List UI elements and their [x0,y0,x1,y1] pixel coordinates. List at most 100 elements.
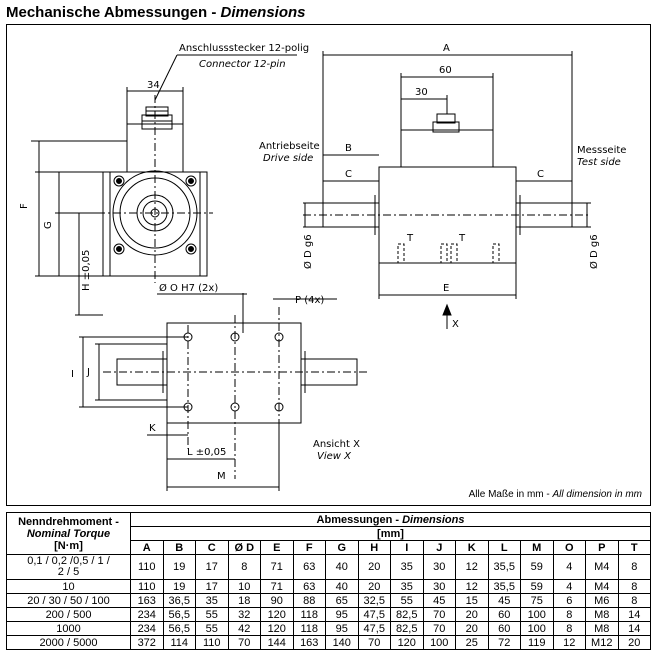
connector-label-en: Connector 12-pin [199,59,286,70]
table-cell: 17 [195,579,229,594]
table-cell: 114 [162,635,196,650]
column-header: A [130,540,164,555]
table-cell: 63 [292,579,326,594]
table-cell: 20 [617,635,651,650]
table-cell: 119 [520,635,554,650]
dim-K: K [149,423,156,434]
table-cell: 234 [130,607,164,622]
table-cell: 47,5 [357,621,391,636]
dimensions-unit: [mm] [130,526,651,541]
table-cell: 118 [292,607,326,622]
table-cell: 4 [552,554,586,580]
dim-I: I [71,369,74,380]
table-cell: 8 [552,607,586,622]
dim-T-right: T [458,233,466,244]
dim-J: J [86,367,90,378]
table-cell: 163 [130,593,164,608]
dim-30: 30 [415,87,428,98]
column-header: Ø D [227,540,261,555]
column-header: B [162,540,196,555]
column-header: K [455,540,489,555]
table-cell: 19 [162,579,196,594]
drawing-labels: Anschlussstecker 12-polig Connector 12-p… [19,43,626,482]
table-cell: 12 [552,635,586,650]
torque-header-de: Nenndrehmoment - [18,515,119,528]
table-cell: 19 [162,554,196,580]
table-cell: 71 [260,554,294,580]
title-italic: Dimensions [220,4,306,21]
column-header: I [390,540,424,555]
dim-O: Ø O H7 (2x) [159,282,218,294]
table-cell: 372 [130,635,164,650]
table-cell: 110 [130,554,164,580]
table-header-row: Nenndrehmoment - Nominal Torque [N·m] Ab… [6,512,651,555]
drive-side-de: Antriebseite [259,141,320,152]
table-cell: 234 [130,621,164,636]
title-main: Mechanische Abmessungen - [6,4,221,21]
table-cell: 30 [422,554,456,580]
table-cell: M12 [585,635,619,650]
torque-cell: 20 / 30 / 50 / 100 [6,593,131,608]
table-cell: 17 [195,554,229,580]
table-cell: 59 [520,579,554,594]
table-cell: 75 [520,593,554,608]
table-cell: M6 [585,593,619,608]
table-cell: 14 [617,607,651,622]
dim-A: A [443,43,450,54]
dim-L: L ±0,05 [187,447,226,458]
dim-G: G [43,221,54,229]
table-cell: 35 [195,593,229,608]
table-cell: M8 [585,621,619,636]
column-header: M [520,540,554,555]
dimensions-table: Nenndrehmoment - Nominal Torque [N·m] Ab… [6,512,651,650]
table-cell: 65 [325,593,359,608]
torque-cell: 1000 [6,621,131,636]
table-cell: 82,5 [390,607,424,622]
column-header: G [325,540,359,555]
table-cell: 14 [617,621,651,636]
technical-drawing: Anschlussstecker 12-polig Connector 12-p… [19,43,626,491]
table-cell: 8 [617,579,651,594]
table-cell: 82,5 [390,621,424,636]
table-cell: 35,5 [487,579,521,594]
dim-60: 60 [439,65,452,76]
table-cell: 35,5 [487,554,521,580]
table-cell: 100 [520,621,554,636]
dim-34: 34 [147,80,160,91]
table-cell: 95 [325,621,359,636]
table-cell: 20 [455,621,489,636]
column-header: L [487,540,521,555]
dim-C-left: C [345,169,352,180]
table-cell: 120 [260,607,294,622]
table-cell: 60 [487,621,521,636]
dim-P: P (4x) [295,295,324,306]
table-cell: 12 [455,554,489,580]
torque-header-en: Nominal Torque [26,527,111,540]
column-header: F [292,540,326,555]
test-side-en: Test side [577,157,621,168]
dim-E: E [443,283,449,294]
dim-M: M [217,471,226,482]
drive-side-en: Drive side [263,153,313,164]
torque-cell: 2000 / 5000 [6,635,131,650]
dimensions-header: Abmessungen - Dimensions [130,512,651,527]
test-side-de: Messseite [577,145,626,156]
table-cell: 70 [227,635,261,650]
table-cell: 56,5 [162,607,196,622]
table-cell: 32 [227,607,261,622]
column-header: J [422,540,456,555]
table-cell: M8 [585,607,619,622]
dim-B: B [345,143,352,154]
table-cell: 100 [520,607,554,622]
dim-H: H ±0,05 [81,250,92,291]
dim-D-left: Ø D g6 [302,234,314,269]
table-cell: 163 [292,635,326,650]
table-cell: 118 [292,621,326,636]
table-cell: 40 [325,554,359,580]
units-note: Alle Maße in mm - All dimension in mm [469,489,642,500]
table-cell: 60 [487,607,521,622]
